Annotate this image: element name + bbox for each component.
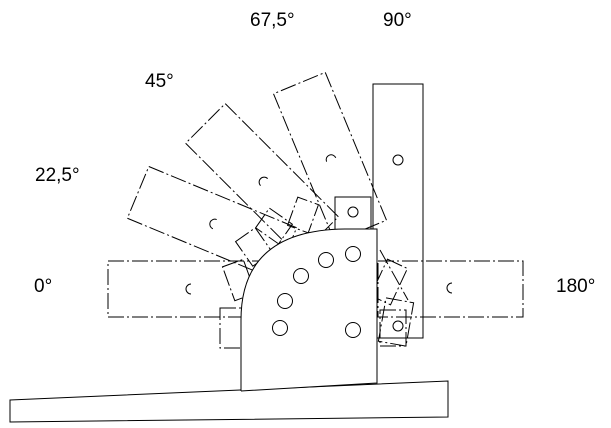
hub-bolt-hole — [294, 269, 309, 284]
hub-bolt-hole — [346, 247, 361, 262]
angle-label-0: 0° — [34, 276, 53, 297]
hub-bolt-hole — [346, 323, 361, 338]
angle-label-180: 180° — [556, 276, 596, 297]
angle-label-22-5: 22,5° — [35, 165, 80, 186]
hub-bolt-hole — [319, 253, 334, 268]
arm-45-pivot-hole — [257, 175, 268, 186]
central-hub — [241, 229, 377, 391]
angle-label-45: 45° — [145, 71, 174, 92]
top-slider-block — [335, 197, 371, 231]
hub-bolt-hole — [273, 321, 288, 336]
arm-90-lower-hole — [393, 321, 403, 331]
arm-22-5-pivot-hole — [208, 218, 216, 229]
angle-label-67-5: 67,5° — [250, 10, 295, 31]
arm-0-pivot-hole — [186, 284, 191, 294]
arm-180-deg — [378, 261, 523, 317]
angle-label-90: 90° — [383, 10, 412, 31]
arm-90-hole — [393, 155, 403, 165]
arm-180-pivot-hole — [447, 283, 452, 293]
top-slider-hole — [348, 207, 358, 217]
arm-90-deg — [373, 84, 423, 338]
base-ramp — [10, 381, 448, 422]
arm-67-5-pivot-hole — [325, 153, 336, 161]
hub-bolt-hole — [278, 294, 293, 309]
